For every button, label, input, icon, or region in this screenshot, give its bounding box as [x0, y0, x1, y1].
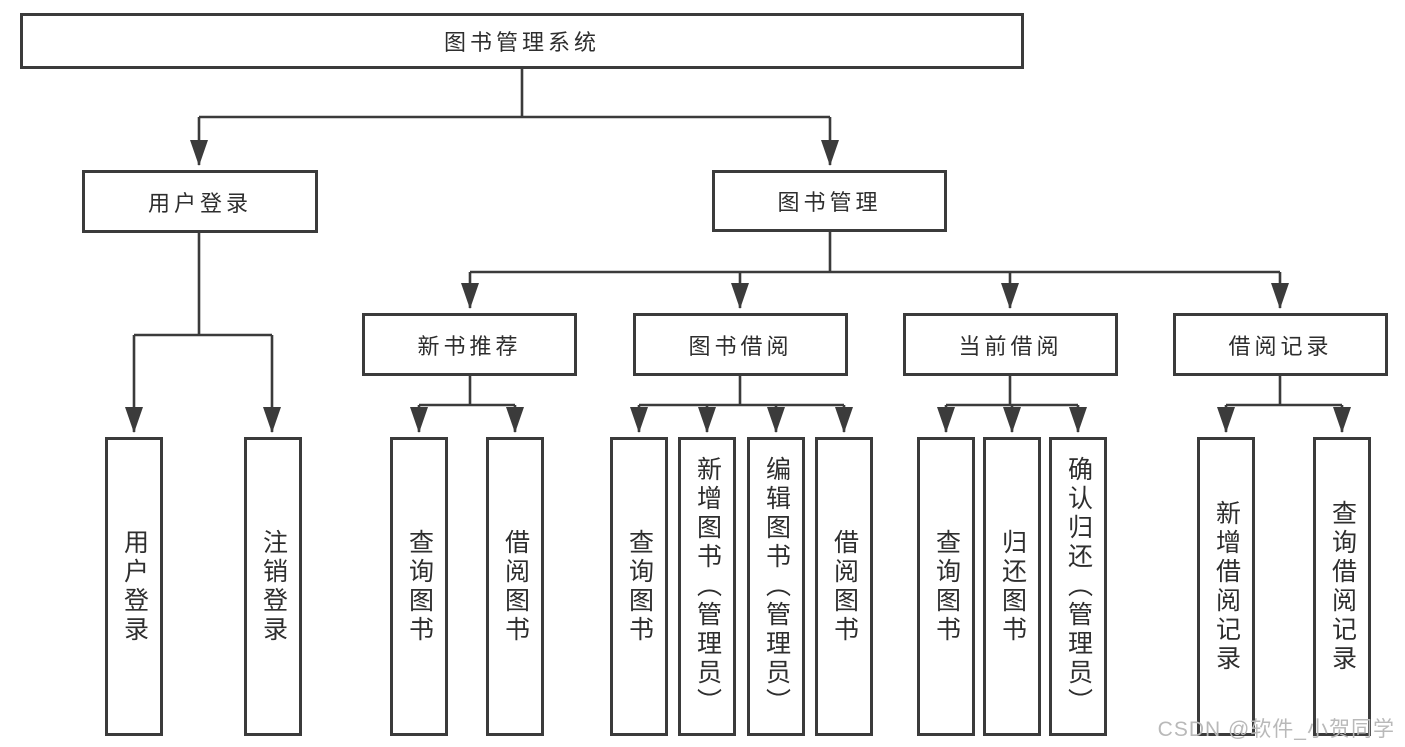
- edges-new-book-recommend: [410, 376, 524, 433]
- node-leaf-query-borrow-record: 查询借阅记录: [1313, 437, 1371, 736]
- node-leaf-borrow-books-borrow: 借阅图书: [815, 437, 873, 736]
- node-book-management: 图书管理: [712, 170, 947, 232]
- node-leaf-add-borrow-record: 新增借阅记录: [1197, 437, 1255, 736]
- node-leaf-query-books-borrow: 查询图书: [610, 437, 668, 736]
- node-leaf-query-books-current: 查询图书: [917, 437, 975, 736]
- node-leaf-query-books-borrow-label: 查询图书: [625, 528, 654, 645]
- node-leaf-query-books-recommend: 查询图书: [390, 437, 448, 736]
- edges-current-borrow: [937, 376, 1087, 433]
- node-current-borrow-label: 当前借阅: [958, 333, 1063, 359]
- node-leaf-query-books-recommend-label: 查询图书: [405, 528, 434, 645]
- node-leaf-edit-books-admin: 编辑图书（管理员）: [747, 437, 805, 736]
- node-leaf-add-borrow-record-label: 新增借阅记录: [1212, 499, 1241, 674]
- node-leaf-borrow-books-recommend: 借阅图书: [486, 437, 544, 736]
- node-root-label: 图书管理系统: [443, 30, 600, 55]
- node-leaf-return-books: 归还图书: [983, 437, 1041, 736]
- node-book-management-label: 图书管理: [777, 190, 882, 215]
- edges-book-borrow: [630, 376, 853, 433]
- node-leaf-add-books-admin: 新增图书（管理员）: [678, 437, 736, 736]
- node-leaf-return-books-label: 归还图书: [998, 528, 1027, 645]
- node-leaf-logout-label: 注销登录: [259, 528, 288, 645]
- node-root: 图书管理系统: [20, 13, 1024, 69]
- node-leaf-confirm-return-admin: 确认归还（管理员）: [1049, 437, 1107, 736]
- node-leaf-user-login-label: 用户登录: [120, 528, 149, 645]
- edges-user-login: [125, 233, 281, 433]
- node-book-borrow-label: 图书借阅: [688, 333, 793, 359]
- node-borrow-record-label: 借阅记录: [1228, 333, 1333, 359]
- node-leaf-add-books-admin-label: 新增图书（管理员）: [693, 456, 722, 717]
- node-user-login: 用户登录: [82, 170, 318, 233]
- node-book-borrow: 图书借阅: [633, 313, 848, 376]
- edges-book-management: [461, 232, 1289, 309]
- node-leaf-user-login: 用户登录: [105, 437, 163, 736]
- edges-root: [190, 69, 839, 166]
- node-leaf-borrow-books-recommend-label: 借阅图书: [501, 528, 530, 645]
- watermark-text: CSDN @软件_小贺同学: [1157, 718, 1395, 741]
- node-leaf-query-borrow-record-label: 查询借阅记录: [1328, 499, 1357, 674]
- node-leaf-borrow-books-borrow-label: 借阅图书: [830, 528, 859, 645]
- node-new-book-recommend-label: 新书推荐: [417, 333, 522, 359]
- node-leaf-edit-books-admin-label: 编辑图书（管理员）: [762, 456, 791, 717]
- node-borrow-record: 借阅记录: [1173, 313, 1388, 376]
- node-leaf-query-books-current-label: 查询图书: [932, 528, 961, 645]
- node-current-borrow: 当前借阅: [903, 313, 1118, 376]
- node-leaf-confirm-return-admin-label: 确认归还（管理员）: [1064, 456, 1093, 717]
- edges-borrow-record: [1217, 376, 1351, 433]
- node-leaf-logout: 注销登录: [244, 437, 302, 736]
- node-new-book-recommend: 新书推荐: [362, 313, 577, 376]
- node-user-login-label: 用户登录: [147, 190, 252, 216]
